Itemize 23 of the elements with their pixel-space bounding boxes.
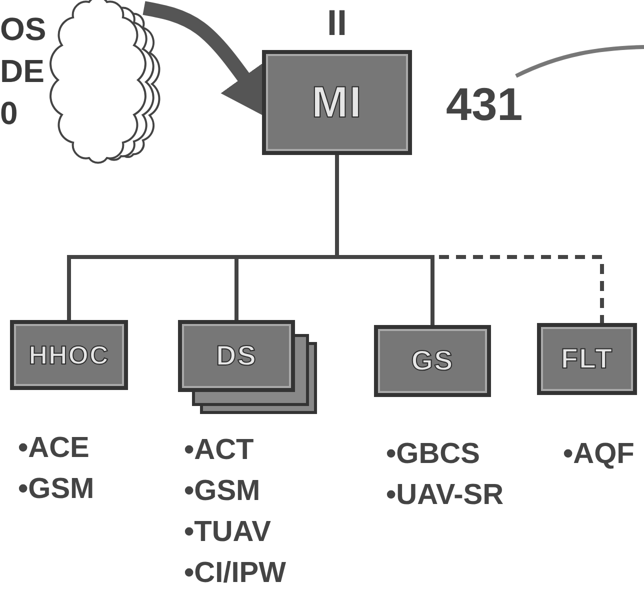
unit-label: GS: [411, 345, 454, 377]
capability-item: •ACE: [18, 432, 90, 466]
swoosh-line: [515, 45, 644, 78]
capability-item: •TUAV: [184, 516, 271, 550]
capability-item: •UAV-SR: [386, 479, 504, 512]
unit-box: [537, 323, 637, 395]
capability-item: •GSM: [184, 475, 260, 508]
echelon-symbol: II: [327, 2, 348, 44]
unit-box: [10, 320, 128, 390]
unit-number: 431: [446, 78, 523, 131]
capability-item: •ACT: [184, 434, 254, 468]
unit-label: MI: [312, 78, 362, 128]
cloud-label: OS DE 0: [0, 10, 48, 133]
capability-item: •GSM: [18, 473, 94, 506]
unit-label: FLT: [560, 343, 614, 375]
unit-label: DS: [216, 340, 257, 372]
capability-item: •GBCS: [386, 438, 480, 472]
unit-label: HHOC: [28, 340, 110, 370]
capability-item: •AQF: [563, 438, 634, 472]
capability-item: •CI/IPW: [184, 557, 286, 590]
unit-box: [262, 50, 412, 155]
unit-box: [374, 325, 491, 397]
stacked-unit-box: [178, 320, 295, 392]
